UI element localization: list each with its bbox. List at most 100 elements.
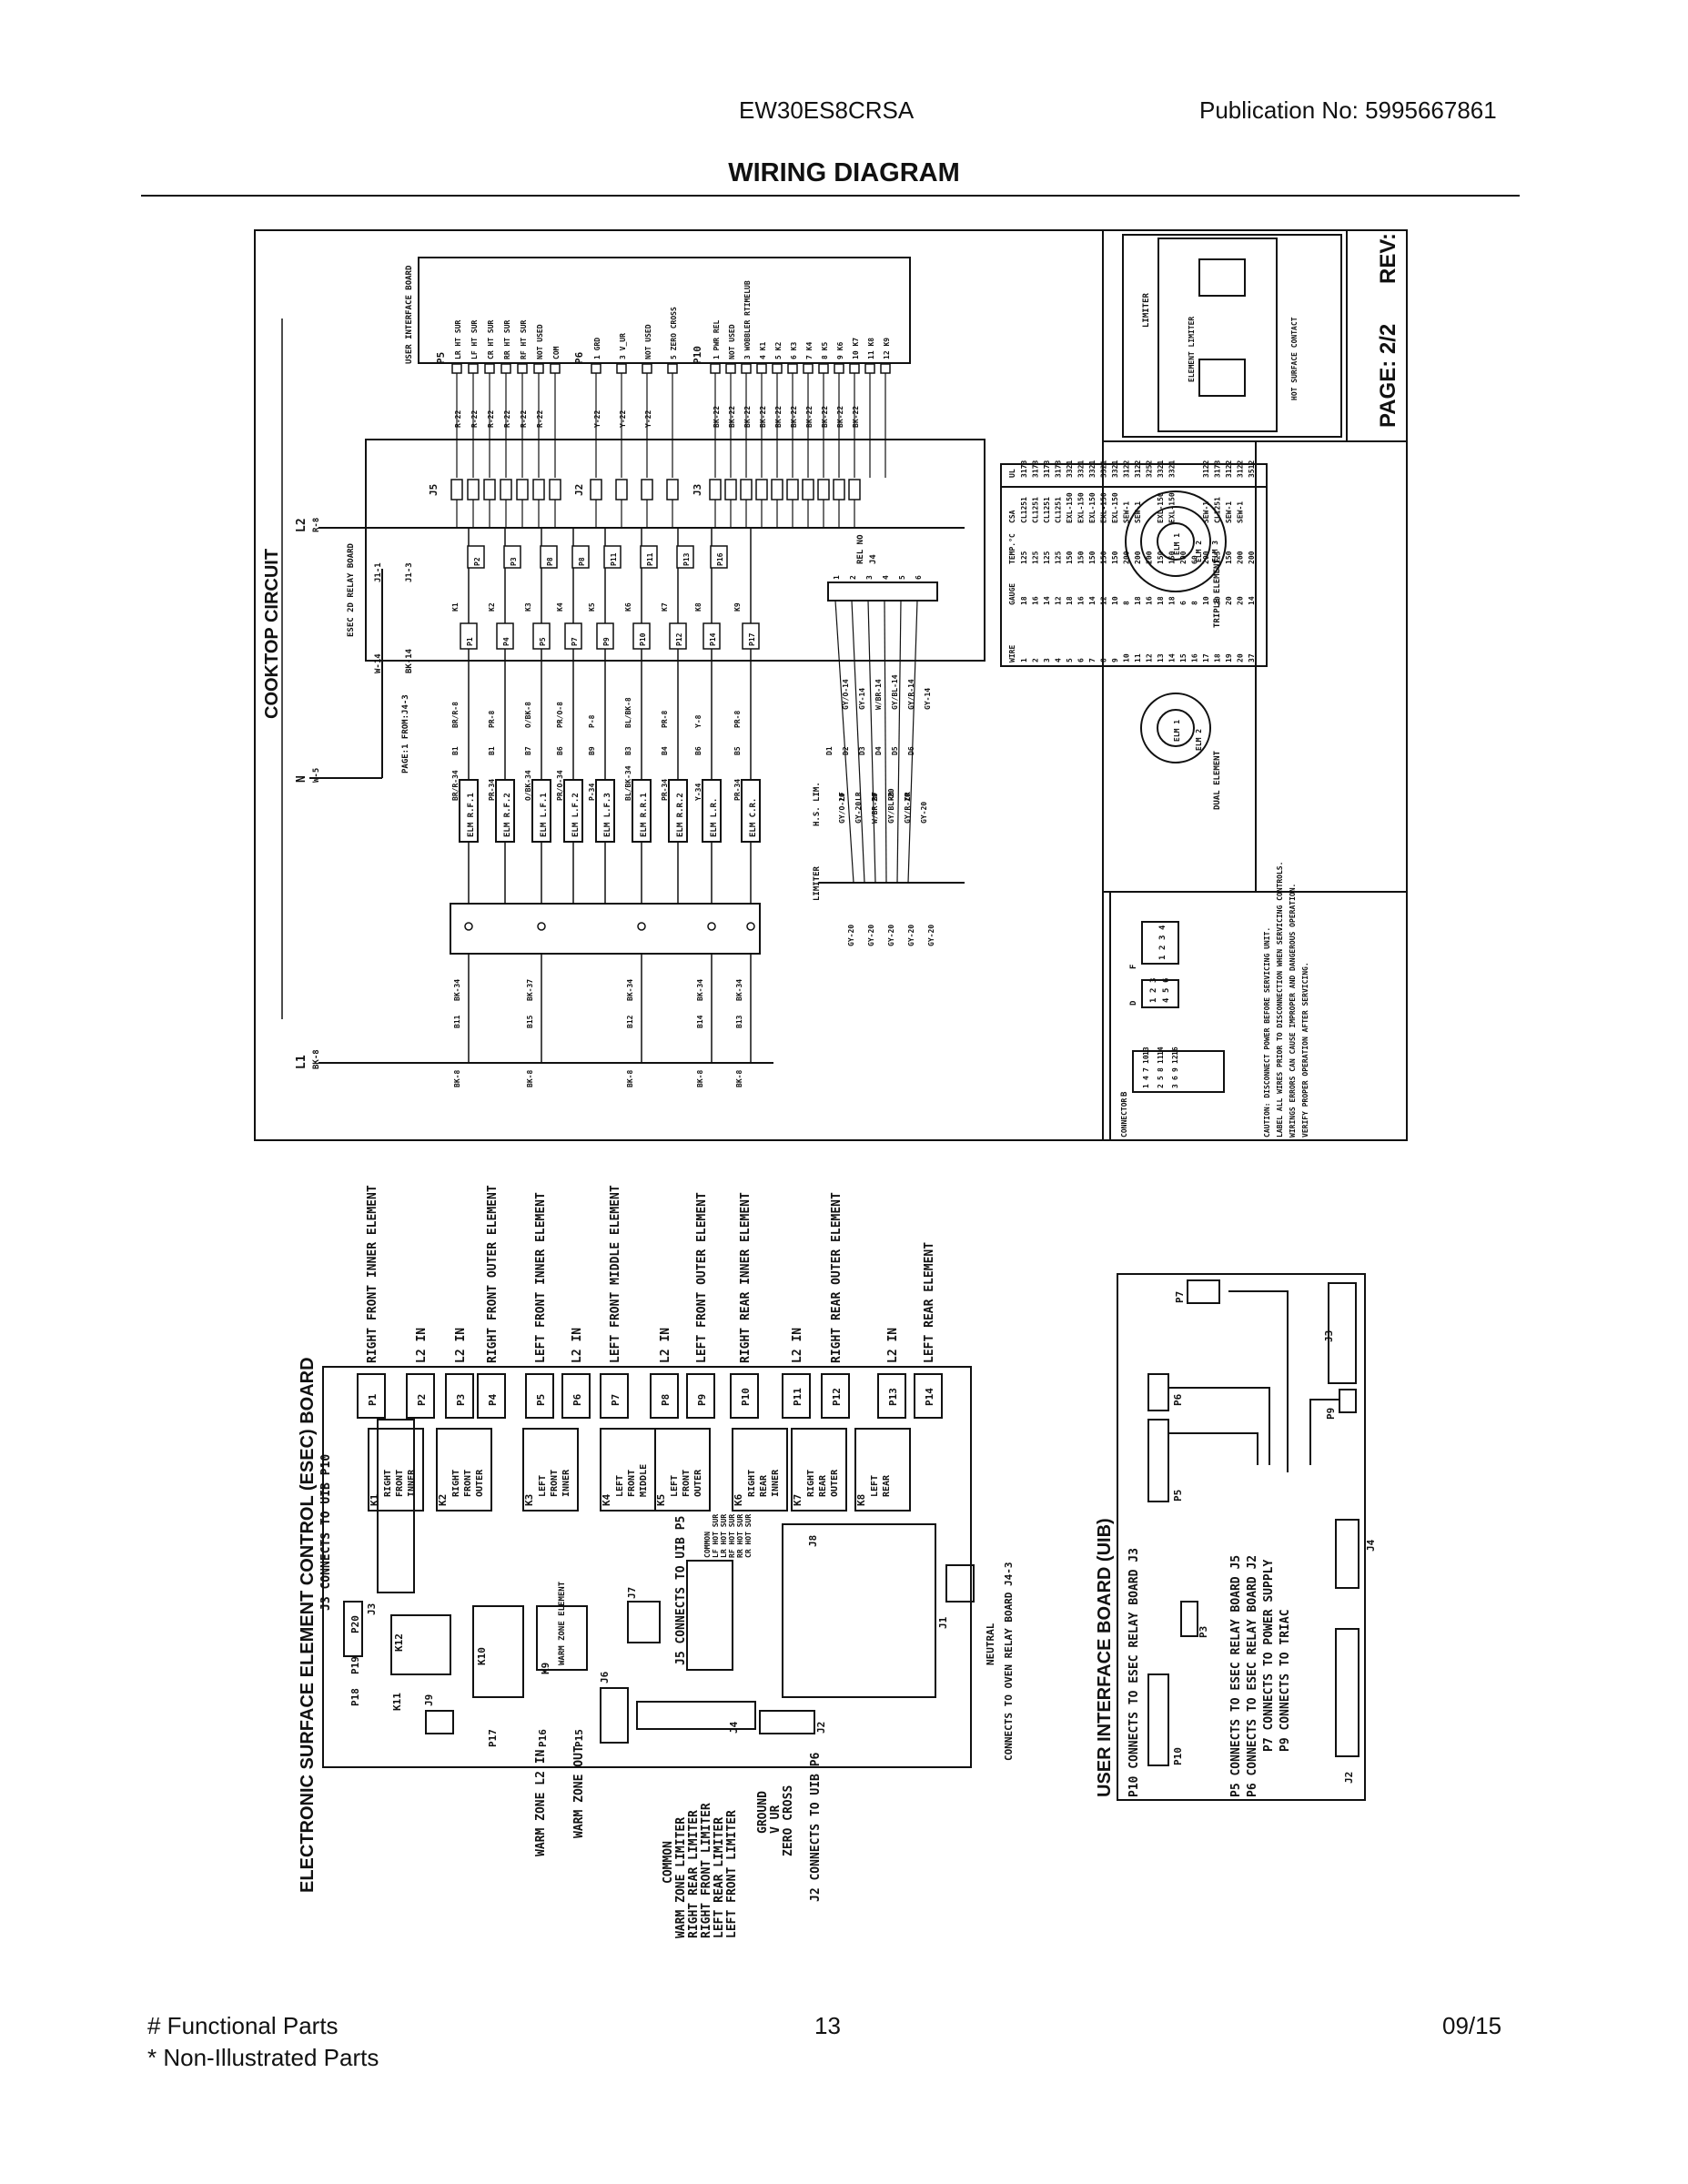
- element-wire-top: PR-8: [733, 711, 742, 728]
- wire-table-cell: 200: [1123, 551, 1131, 564]
- uib-line-1: P10 CONNECTS TO ESEC RELAY BOARD J3: [1127, 1548, 1141, 1797]
- esec-j5-pin-label: LR HOT SUR: [720, 1514, 728, 1558]
- p5-pin: [468, 363, 479, 374]
- limiter-terminal: D4: [874, 746, 883, 755]
- p10-pin-label: 8 K5: [821, 342, 829, 359]
- limiter-wire-label-2: GY/BL-20: [887, 788, 895, 824]
- p10-wire-label: BK-22: [743, 406, 752, 428]
- connector-b-label: B: [1120, 1091, 1129, 1097]
- esec-j5-note: J5 CONNECTS TO UIB P5: [674, 1516, 688, 1665]
- wire-table-cell: 150: [1225, 551, 1233, 564]
- wire-table-cell: 9: [1111, 658, 1119, 662]
- wire-table-cell: 19: [1225, 653, 1233, 662]
- element-limiter-label: ELEMENT LIMITER: [1188, 317, 1196, 382]
- limiter-wire-label: GY-14: [858, 688, 866, 710]
- esec-relay-label: OUTER: [475, 1469, 485, 1497]
- uib-board: [1117, 1273, 1366, 1801]
- relay-k-label: K2: [488, 602, 496, 612]
- wire-table-cell: 3321: [1157, 460, 1165, 478]
- esec-top-label: L2 IN: [454, 1328, 468, 1363]
- bottom-bk8-label: BK-8: [453, 1070, 461, 1087]
- element-terminal: B6: [556, 746, 564, 755]
- j3-socket: [802, 479, 814, 500]
- wire-table-cell: SEW-1: [1225, 501, 1233, 523]
- uib-line-2: P5 CONNECTS TO ESEC RELAY BOARD J5: [1229, 1555, 1243, 1797]
- limiter-bottom-wire: GY-20: [927, 925, 935, 946]
- wire-table-cell: 150: [1100, 551, 1108, 564]
- j5-socket: [483, 479, 496, 500]
- esec-relay-label: INNER: [407, 1469, 417, 1497]
- element-terminal: B1: [451, 746, 460, 755]
- esec-relay-label: FRONT: [627, 1470, 637, 1497]
- triple-element-outer: [1125, 490, 1227, 592]
- esec-relay-label: RIGHT: [806, 1470, 816, 1497]
- uib-p7-label: P7: [1174, 1291, 1186, 1303]
- esec-outline: [322, 1366, 972, 1768]
- bottom-wire-label: BK-34: [696, 979, 704, 1001]
- non-illustrated-parts-note: * Non-Illustrated Parts: [147, 2044, 379, 2071]
- bottom-terminal-label: B15: [526, 1015, 534, 1028]
- esec-relay-k: K6: [733, 1493, 744, 1506]
- esec-p20-p18-strip: [343, 1601, 363, 1657]
- connector-f-label: F: [1129, 965, 1138, 969]
- wire-table-cell: 3512: [1248, 460, 1256, 478]
- connector-b-pin: 5: [1157, 1076, 1165, 1080]
- relay-coil: [632, 622, 651, 650]
- wire-table-cell: SEW-1: [1237, 501, 1245, 523]
- esec-top-pin-box: [914, 1373, 943, 1419]
- uib-p7-wire: [1228, 1290, 1289, 1472]
- uib-line-5: P9 CONNECTS TO TRIAC: [1279, 1609, 1292, 1752]
- relay-board-box: [365, 439, 986, 662]
- esec-relay-box: [854, 1428, 911, 1512]
- relay-coil: [702, 622, 721, 650]
- esec-relay-label: INNER: [771, 1469, 781, 1497]
- wire-table-cell: 3173: [1055, 460, 1063, 478]
- esec-j3-header: [377, 1419, 415, 1593]
- connector-d-pin: 4: [1162, 997, 1171, 1003]
- j2-socket: [666, 479, 679, 500]
- connector-d-pin: 5: [1162, 988, 1171, 993]
- esec-top-pin-box: [357, 1373, 386, 1419]
- esec-top-pin-label: P9: [696, 1394, 708, 1406]
- esec-j5-pin-label: RF HOT SUR: [728, 1514, 736, 1558]
- esec-j4-label: WARM ZONE LIMITER: [674, 1817, 688, 1938]
- p6-pin-label: 5 ZERO CROSS: [670, 307, 678, 359]
- element-box: [563, 779, 583, 843]
- caution-line: LABEL ALL WIRES PRIOR TO DISCONNECTION W…: [1276, 862, 1284, 1138]
- limiter-wire-label-2: GY/O-20: [838, 793, 846, 824]
- element-terminal: B9: [588, 746, 596, 755]
- j5-socket: [467, 479, 480, 500]
- p10-wire-label: BK-22: [821, 406, 829, 428]
- wire-table-cell: 200: [1146, 551, 1154, 564]
- esec-relay-label: RIGHT: [451, 1470, 461, 1497]
- limiter-wire-label: GY/BL-14: [891, 674, 899, 710]
- element-label: ELM L.R.: [710, 798, 719, 837]
- connector-d-label: D: [1129, 1000, 1138, 1006]
- relay-coil: [742, 622, 760, 650]
- esec-top-pin-label: P3: [455, 1394, 467, 1406]
- j3-socket: [755, 479, 768, 500]
- esec-top-pin-box: [730, 1373, 759, 1419]
- connector-b-pin: 13: [1142, 1046, 1150, 1056]
- relay-contact: [640, 545, 658, 569]
- relay-contact-label: P8: [546, 557, 554, 566]
- wire-table-cell: 200: [1248, 551, 1256, 564]
- caution-line: WIRINGS ERRORS CAN CAUSE IMPROPER AND DA…: [1289, 884, 1297, 1138]
- p10-pin: [710, 363, 721, 374]
- connector-d-pin: 6: [1162, 978, 1171, 983]
- uib-p5-label: P5: [1172, 1490, 1184, 1502]
- j5-socket: [450, 479, 463, 500]
- wire-table-cell: 10: [1123, 653, 1131, 662]
- j4-block: [827, 581, 938, 602]
- esec-p19: P19: [349, 1656, 361, 1674]
- limiter-terminal: D3: [858, 746, 866, 755]
- wire-table-cell: 10: [1111, 596, 1119, 605]
- esec-top-pin-box: [561, 1373, 591, 1419]
- limiter-terminal: D6: [907, 746, 915, 755]
- relay-coil-label: P14: [709, 632, 717, 646]
- p10-wire-label: BK-22: [790, 406, 798, 428]
- wire-table-cell: 3122: [1123, 460, 1131, 478]
- esec-j5-pin-label: LF HOT SUR: [712, 1514, 720, 1558]
